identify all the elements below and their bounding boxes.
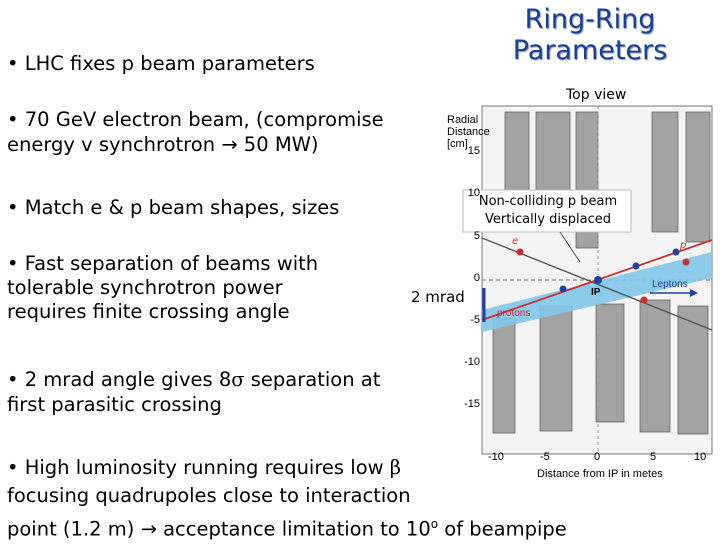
bullet-text: point (1.2 m)	[7, 517, 141, 541]
degree-superscript: o	[430, 517, 439, 531]
protons-label: protons	[497, 308, 531, 319]
x-axis-title: Distance from IP in metes	[537, 468, 663, 480]
bullet-text: of beampipe	[438, 517, 567, 541]
x-tick-label: 0	[594, 451, 601, 463]
x-tick-label: 5	[650, 451, 657, 463]
beam-label-p: p	[680, 240, 687, 251]
title-line-2: Parameters	[512, 35, 668, 66]
ip-label: IP	[591, 287, 601, 298]
y-axis-title: Radial Distance [cm]	[447, 114, 490, 150]
x-tick-label: -5	[540, 451, 550, 463]
x-tick-label: -10	[488, 451, 504, 463]
arrow-icon: →	[221, 133, 238, 156]
bullet-text: • LHC fixes p beam parameters	[7, 52, 315, 75]
x-tick-label: 10	[694, 451, 707, 463]
y-tick-label: -10	[464, 356, 480, 368]
bullet-text: focusing quadrupoles close to interactio…	[7, 484, 411, 507]
callout-box	[462, 189, 632, 233]
y-tick-label: 5	[473, 230, 480, 242]
bullet-line: • 2 mrad angle gives 8σ separation at	[7, 367, 380, 392]
callout-text: Non-colliding p beam Vertically displace…	[466, 193, 630, 229]
bullet-text: • High luminosity running requires low	[7, 456, 390, 479]
top-view-label: Top view	[566, 87, 627, 103]
bullet-text: • Match e & p beam shapes, sizes	[7, 196, 340, 219]
bullet-text: tolerable synchrotron power	[7, 276, 283, 299]
bullet-text: • Fast separation of beams with	[7, 252, 319, 275]
arrow-icon: →	[140, 517, 157, 541]
callout-line: Vertically displaced	[485, 212, 611, 227]
angle-label: 2 mrad	[411, 288, 465, 306]
y-tick-label: -5	[470, 314, 480, 326]
y-axis-title-line: [cm]	[447, 138, 468, 150]
beam-markers	[516, 248, 690, 304]
beam-label-e: e	[512, 236, 519, 247]
bullet-line: point (1.2 m) → acceptance limitation to…	[7, 510, 567, 544]
leptons-label: Leptons	[652, 279, 688, 290]
callout-line: Non-colliding p beam	[478, 194, 618, 209]
y-tick-label: 0	[473, 272, 480, 284]
bullet-line: • High luminosity running requires low β	[7, 454, 567, 482]
bullet-text: • 70 GeV electron beam, (compromise	[7, 108, 384, 131]
bullet-text: requires finite crossing angle	[7, 300, 290, 323]
slide-title: Ring-Ring Parameters	[500, 4, 680, 66]
leptons-arrow-icon	[690, 289, 698, 297]
lepton-beam-band	[482, 252, 712, 332]
bullet-fast-separation: • Fast separation of beams with tolerabl…	[7, 252, 318, 324]
bullet-text: first parasitic crossing	[7, 393, 222, 416]
bullet-electron-beam: • 70 GeV electron beam, (compromise ener…	[7, 107, 384, 157]
bullet-line: energy v synchrotron → 50 MW)	[7, 132, 384, 157]
bullet-text: acceptance limitation to 10	[156, 517, 431, 541]
bullet-2mrad-angle: • 2 mrad angle gives 8σ separation at fi…	[7, 367, 380, 417]
y-tick-label: 10	[467, 187, 480, 199]
bullet-high-luminosity: • High luminosity running requires low β…	[7, 454, 567, 544]
y-axis-title-line: Radial	[447, 114, 479, 126]
bullet-text: energy v synchrotron	[7, 133, 222, 156]
bullet-text: 50 MW)	[237, 133, 319, 156]
y-tick-label: -15	[464, 398, 480, 410]
y-axis-title-line: Distance	[447, 126, 490, 138]
bullet-text: • 2 mrad angle gives 8	[7, 368, 232, 391]
y-tick-label: 15	[467, 145, 480, 157]
beta-symbol: β	[389, 456, 402, 479]
title-line-1: Ring-Ring	[524, 4, 656, 35]
bullet-match-shapes: • Match e & p beam shapes, sizes	[7, 195, 339, 220]
bullet-text: separation at	[244, 368, 381, 391]
sigma-symbol: σ	[231, 368, 245, 391]
bullet-lhc: • LHC fixes p beam parameters	[7, 51, 315, 76]
